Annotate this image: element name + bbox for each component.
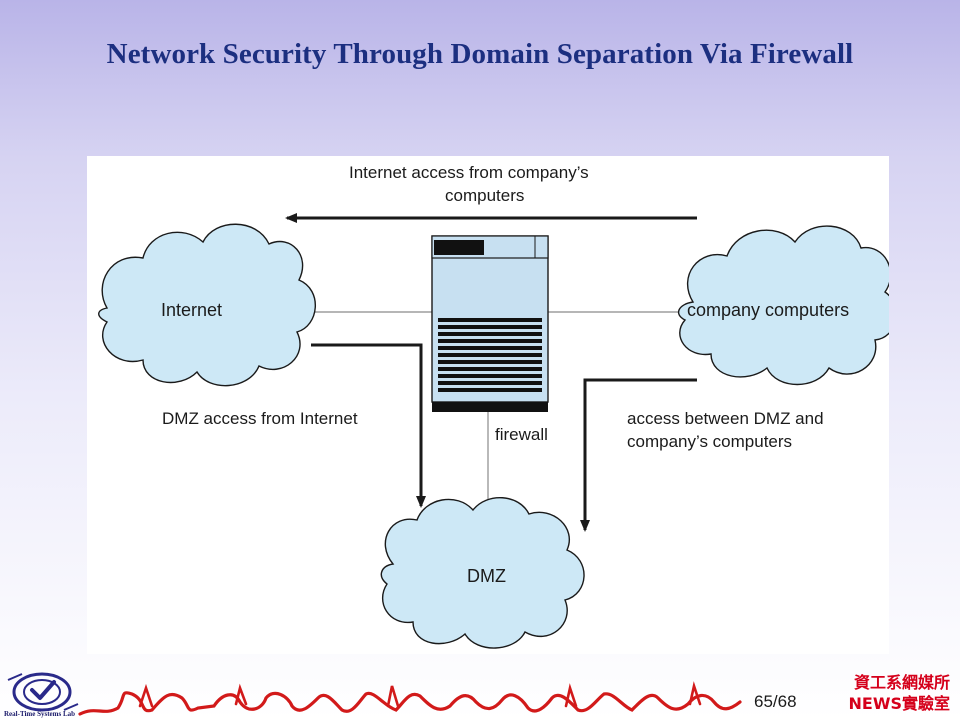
cloud-internet-label: Internet bbox=[161, 300, 223, 320]
arrow-internet-to-dmz bbox=[311, 343, 426, 508]
firewall-server-icon bbox=[431, 235, 549, 412]
right-arrow-label-line1: access between DMZ and bbox=[627, 409, 824, 428]
slide-title: Network Security Through Domain Separati… bbox=[106, 38, 854, 70]
right-arrow-label-line2: company’s computers bbox=[627, 432, 793, 451]
firewall-label: firewall bbox=[495, 425, 548, 444]
page-current: 65 bbox=[754, 692, 773, 711]
diagram-panel: Internet access from company’s computers… bbox=[87, 156, 889, 654]
department-label: 資工系網媒所 NEWS實驗室 bbox=[849, 672, 951, 714]
footer-scribble-border bbox=[78, 681, 742, 716]
left-arrow-label: DMZ access from Internet bbox=[162, 409, 358, 428]
top-arrow-label-line2: computers bbox=[445, 186, 525, 205]
page-total: /68 bbox=[772, 692, 797, 711]
arrow-company-to-dmz bbox=[580, 378, 697, 532]
top-arrow-label-line1: Internet access from company’s bbox=[349, 163, 589, 182]
cloud-dmz-icon bbox=[380, 496, 585, 649]
cloud-company-label: company computers bbox=[687, 300, 850, 320]
cloud-internet-icon bbox=[98, 223, 316, 387]
network-diagram bbox=[98, 213, 889, 649]
lab-logo bbox=[7, 672, 79, 712]
cloud-company-icon bbox=[677, 225, 889, 386]
lab-logo-text: Real-Time Systems Lab bbox=[4, 710, 76, 718]
cloud-dmz-label: DMZ bbox=[467, 566, 506, 586]
page-number: 65/68 bbox=[754, 692, 797, 712]
department-line1: 資工系網媒所 bbox=[853, 673, 950, 692]
department-line2: NEWS實驗室 bbox=[848, 694, 951, 713]
